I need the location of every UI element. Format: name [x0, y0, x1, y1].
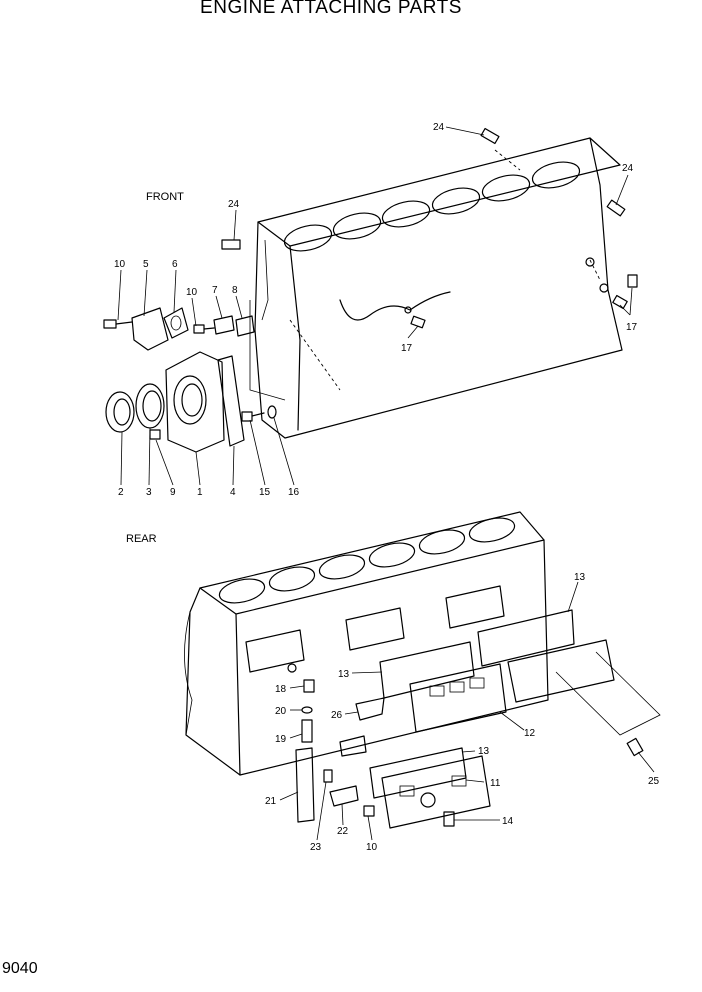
callout-12: 12 [524, 728, 536, 739]
page-number: 9040 [2, 960, 38, 977]
front-section-label: FRONT [146, 191, 184, 203]
callout-16: 16 [288, 487, 300, 498]
callout-13: 13 [338, 669, 350, 680]
callout-24: 24 [433, 122, 445, 133]
callout-14: 14 [502, 816, 514, 827]
callout-10: 10 [186, 287, 198, 298]
callout-5: 5 [143, 259, 149, 270]
callout-13: 13 [478, 746, 490, 757]
callout-numbers: 24 24 24 10 5 6 10 7 8 17 17 2 3 9 1 4 1… [114, 122, 660, 853]
callout-13: 13 [574, 572, 586, 583]
callout-10: 10 [114, 259, 126, 270]
callout-20: 20 [275, 706, 287, 717]
callout-8: 8 [232, 285, 238, 296]
callout-22: 22 [337, 826, 349, 837]
callout-24: 24 [622, 163, 634, 174]
callout-11: 11 [490, 778, 501, 789]
leader-lines [117, 126, 655, 841]
rear-engine-block [184, 511, 661, 829]
callout-19: 19 [275, 734, 287, 745]
callout-1: 1 [197, 487, 203, 498]
callout-17: 17 [626, 322, 638, 333]
callout-3: 3 [146, 487, 152, 498]
front-engine-block [221, 127, 638, 439]
callout-6: 6 [172, 259, 178, 270]
callout-21: 21 [265, 796, 277, 807]
callout-2: 2 [118, 487, 124, 498]
callout-15: 15 [259, 487, 271, 498]
callout-23: 23 [310, 842, 322, 853]
callout-26: 26 [331, 710, 343, 721]
callout-4: 4 [230, 487, 236, 498]
callout-10: 10 [366, 842, 378, 853]
callout-7: 7 [212, 285, 218, 296]
front-exploded-parts [103, 307, 277, 453]
rear-section-label: REAR [126, 533, 157, 545]
diagram-title: ENGINE ATTACHING PARTS [200, 0, 462, 18]
callout-25: 25 [648, 776, 660, 787]
callout-18: 18 [275, 684, 287, 695]
callout-9: 9 [170, 487, 176, 498]
callout-17: 17 [401, 343, 413, 354]
callout-24: 24 [228, 199, 240, 210]
